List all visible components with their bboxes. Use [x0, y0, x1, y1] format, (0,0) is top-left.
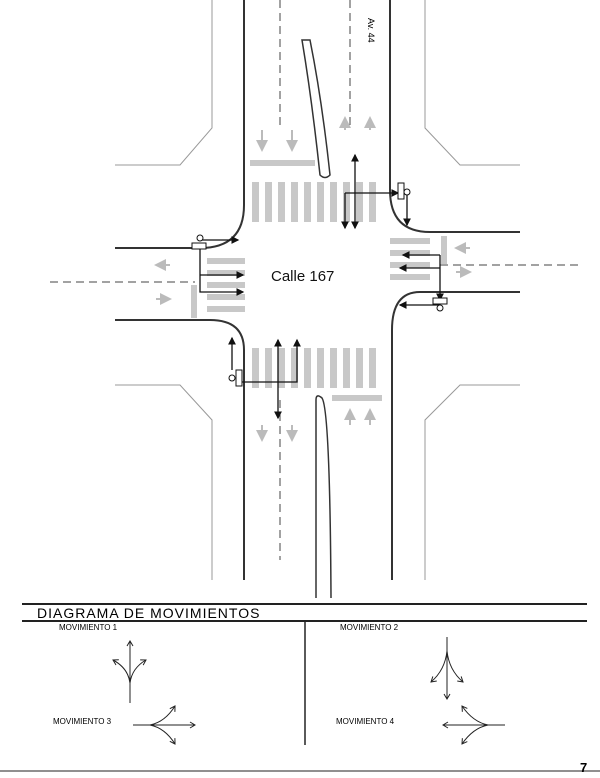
- signal-head-se: [432, 297, 448, 305]
- arrows-south-icon: [430, 637, 464, 700]
- arrows-west-icon: [442, 705, 505, 745]
- crosswalks: [191, 160, 447, 401]
- arrows-north-icon: [112, 640, 147, 703]
- arrows-east-icon: [133, 705, 196, 745]
- traffic-signals: [191, 182, 448, 387]
- property-lines: [115, 0, 520, 580]
- signal-arrows: [199, 153, 444, 420]
- crosswalk-north: [250, 160, 376, 222]
- movement-2-label: MOVIMIENTO 2: [340, 623, 399, 632]
- movement-1-label: MOVIMIENTO 1: [59, 623, 118, 632]
- street-label-avenida: Av. 44: [366, 18, 376, 43]
- crosswalk-south: [252, 348, 382, 401]
- curbs: [115, 0, 520, 599]
- lane-arrows: [154, 116, 472, 442]
- signal-head-nw: [191, 242, 207, 250]
- legend-frame: [0, 603, 600, 772]
- crosswalk-east: [390, 236, 447, 280]
- signal-head-ne: [397, 182, 405, 200]
- crosswalk-west: [191, 258, 245, 318]
- movement-4-label: MOVIMIENTO 4: [336, 717, 395, 726]
- street-label-calle: Calle 167: [271, 268, 335, 285]
- legend-title: DIAGRAMA DE MOVIMIENTOS: [37, 605, 261, 621]
- page-number: 7: [580, 760, 588, 775]
- lane-lines: [50, 0, 580, 560]
- signal-head-sw: [235, 369, 243, 387]
- movement-3-label: MOVIMIENTO 3: [53, 717, 112, 726]
